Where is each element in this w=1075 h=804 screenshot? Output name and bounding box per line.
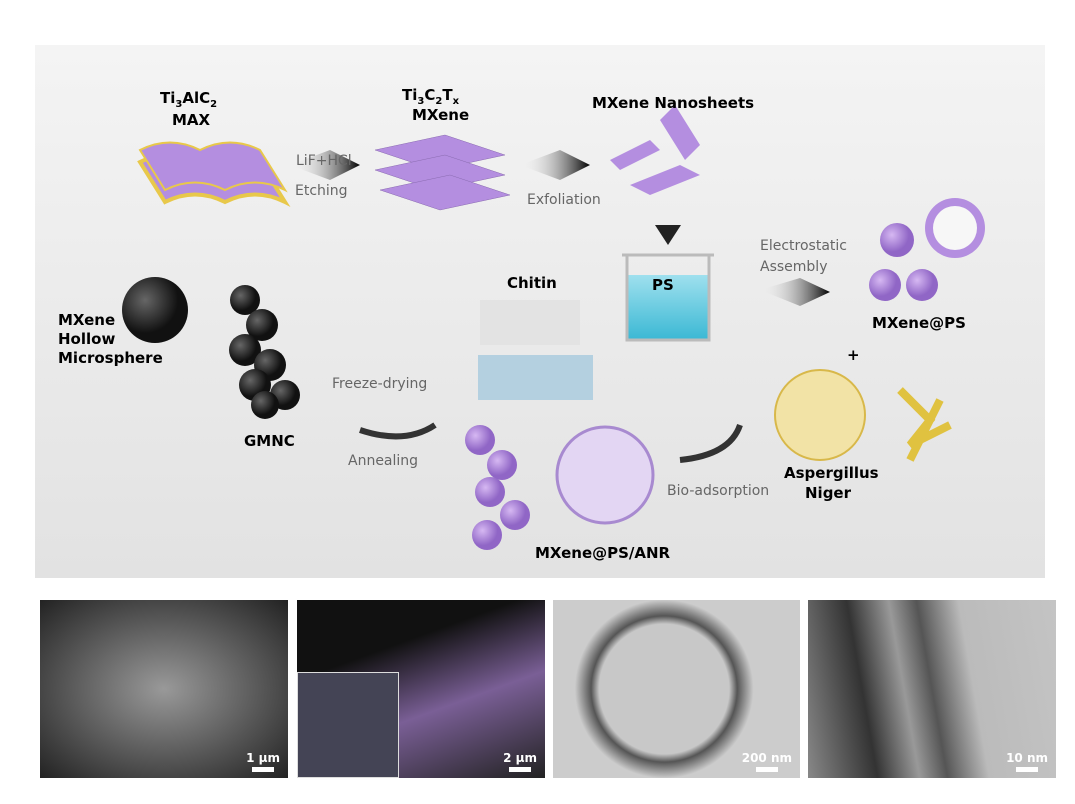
mxene-ps-label: MXene@PS bbox=[872, 314, 966, 332]
arrow-etching bbox=[290, 150, 360, 180]
mxene-label: MXene bbox=[412, 106, 469, 124]
ps-label: PS bbox=[652, 276, 674, 294]
aspergillus-label-2: Niger bbox=[805, 484, 852, 502]
aspergillus-illustration bbox=[774, 369, 952, 462]
aspergillus-label-1: Aspergillus bbox=[784, 464, 879, 482]
arrow-freeze-drying bbox=[359, 422, 437, 440]
etching-label: Etching bbox=[295, 183, 348, 199]
gmnc-illustration bbox=[122, 277, 300, 419]
annealing-label: Annealing bbox=[348, 453, 418, 469]
nanosheets-label: MXene Nanosheets bbox=[592, 94, 754, 112]
max-formula: Ti3AlC2 bbox=[160, 89, 217, 110]
mxene-illustration bbox=[374, 134, 511, 211]
sem-image-colorized: 2 μm bbox=[297, 600, 545, 778]
scale-bar: 10 nm bbox=[1006, 751, 1048, 772]
max-phase-illustration bbox=[137, 141, 291, 207]
arrow-bio-adsorption bbox=[679, 423, 743, 463]
scale-bar: 2 μm bbox=[503, 751, 537, 772]
plus-sign: + bbox=[847, 346, 860, 364]
assembly-label-1: Electrostatic bbox=[760, 238, 847, 254]
synthesis-scheme: Ti3AlC2 MAX LiF+HCl Etching Ti3C2Tx MXen… bbox=[35, 45, 1045, 578]
freeze-drying-label: Freeze-drying bbox=[332, 376, 427, 392]
arrow-down bbox=[655, 225, 681, 245]
exfoliation-label: Exfoliation bbox=[527, 192, 601, 208]
scale-bar: 1 μm bbox=[246, 751, 280, 772]
bio-adsorption-label: Bio-adsorption bbox=[667, 483, 769, 499]
nanosheets-illustration bbox=[610, 105, 700, 195]
hrtem-image-layers: 10 nm bbox=[808, 600, 1056, 778]
scale-bar: 200 nm bbox=[742, 751, 792, 772]
sem-image-fiber: 1 μm bbox=[40, 600, 288, 778]
chitin-illustration bbox=[478, 300, 593, 400]
max-label: MAX bbox=[172, 111, 211, 129]
arrow-exfoliation bbox=[520, 150, 590, 180]
arrow-assembly bbox=[760, 278, 830, 306]
etching-reagent-label: LiF+HCl bbox=[296, 153, 352, 169]
mxene-ps-anr-illustration bbox=[465, 425, 655, 550]
mxene-formula: Ti3C2Tx bbox=[402, 86, 460, 107]
ps-beaker bbox=[622, 253, 714, 342]
grape-inset bbox=[297, 672, 399, 778]
chitin-label: Chitin bbox=[507, 274, 557, 292]
assembly-label-2: Assembly bbox=[760, 259, 827, 275]
hollow-label-1: MXene bbox=[58, 311, 115, 329]
mxene-ps-illustration bbox=[869, 198, 985, 301]
gmnc-label: GMNC bbox=[244, 432, 295, 450]
hollow-label-2: Hollow bbox=[58, 330, 115, 348]
tem-image-hollow-sphere: 200 nm bbox=[553, 600, 800, 778]
mxene-ps-anr-label: MXene@PS/ANR bbox=[535, 544, 671, 562]
hollow-label-3: Microsphere bbox=[58, 349, 163, 367]
